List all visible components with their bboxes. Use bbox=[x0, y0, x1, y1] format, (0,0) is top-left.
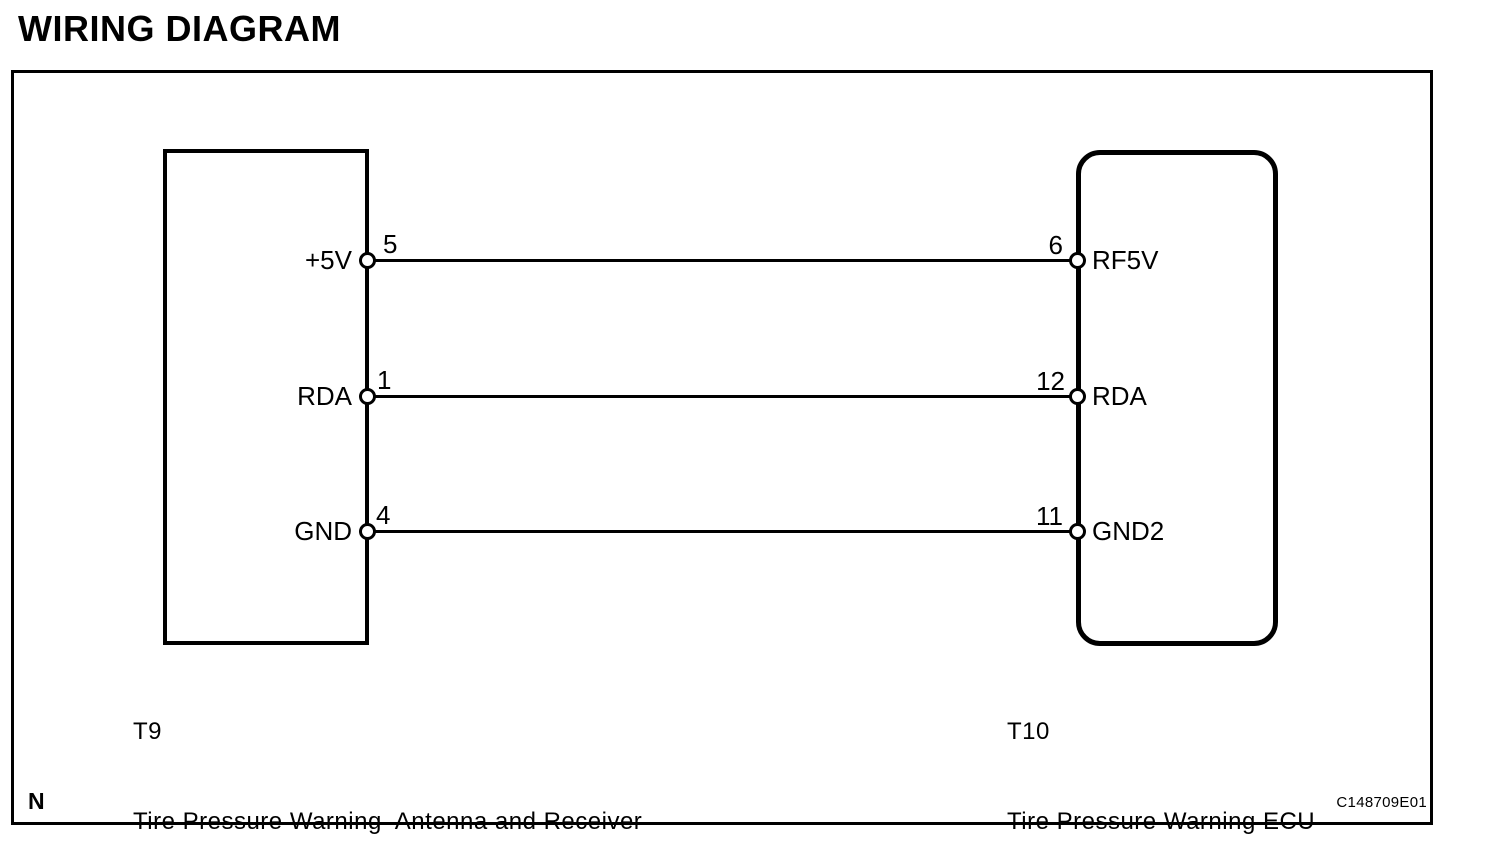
component-t9-id: T9 bbox=[133, 718, 163, 745]
pin-label-t10-rda: RDA bbox=[1092, 381, 1147, 411]
pin-terminal-t9-4 bbox=[359, 523, 376, 540]
pin-number-t10-12: 12 bbox=[1036, 366, 1065, 396]
component-t10-caption: T10 Tire Pressure Warning ECU bbox=[1007, 657, 1315, 854]
pin-terminal-t10-11 bbox=[1069, 523, 1086, 540]
pin-number-t10-11: 11 bbox=[1036, 501, 1063, 531]
component-t9-caption: T9 Tire Pressure Warning Antenna and Rec… bbox=[133, 657, 642, 854]
component-t10-name: Tire Pressure Warning ECU bbox=[1007, 808, 1316, 835]
page-title: WIRING DIAGRAM bbox=[18, 8, 341, 49]
pin-terminal-t9-5 bbox=[359, 252, 376, 269]
wire-rda-to-rda bbox=[368, 395, 1078, 398]
pin-label-t9-gnd: GND bbox=[294, 516, 352, 546]
pin-label-t10-rf5v: RF5V bbox=[1092, 245, 1159, 275]
pin-label-t9-rda: RDA bbox=[297, 381, 352, 411]
pin-number-t10-6: 6 bbox=[1048, 230, 1063, 260]
component-t9-antenna-receiver-box bbox=[163, 149, 369, 645]
wire-gnd-to-gnd2 bbox=[368, 530, 1078, 533]
component-t10-id: T10 bbox=[1007, 718, 1050, 745]
footnote-n: N bbox=[28, 788, 45, 814]
pin-terminal-t10-6 bbox=[1069, 252, 1086, 269]
pin-terminal-t9-1 bbox=[359, 388, 376, 405]
component-t9-name: Tire Pressure Warning Antenna and Receiv… bbox=[133, 808, 643, 835]
pin-number-t9-5: 5 bbox=[383, 229, 398, 259]
figure-code: C148709E01 bbox=[1336, 794, 1427, 811]
wire-5v-to-rf5v bbox=[368, 259, 1078, 262]
pin-number-t9-4: 4 bbox=[376, 500, 391, 530]
pin-label-t9-plus5v: +5V bbox=[305, 245, 352, 275]
pin-number-t9-1: 1 bbox=[377, 365, 392, 395]
pin-terminal-t10-12 bbox=[1069, 388, 1086, 405]
pin-label-t10-gnd2: GND2 bbox=[1092, 516, 1165, 546]
